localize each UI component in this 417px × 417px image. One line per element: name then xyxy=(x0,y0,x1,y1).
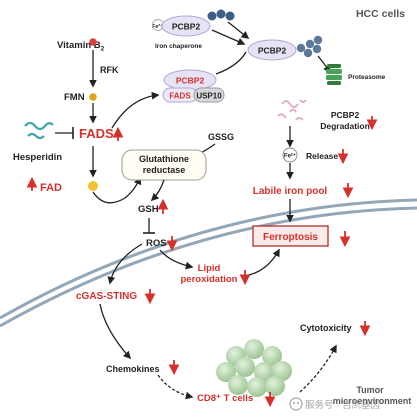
fads-label: FADS xyxy=(79,126,114,141)
fmn-dot xyxy=(89,93,97,101)
hesperidin-molecule-icon-2 xyxy=(27,132,45,140)
iron-chaperone-label: Iron chaperone xyxy=(155,43,202,50)
arrow-chaperone-to-pcbp2 xyxy=(211,29,246,46)
ubiquitin-chain-icon xyxy=(207,9,235,21)
usp10-label: USP10 xyxy=(196,92,222,101)
arrow-lipid-to-ferroptosis xyxy=(248,248,280,276)
arrow-cgas-to-chemokines xyxy=(99,303,132,360)
arrow-fad-to-glutathione-reductase xyxy=(92,176,142,204)
cgas-sting-label: cGAS-STING xyxy=(76,291,137,302)
fe2-ion-icon xyxy=(282,147,298,163)
tumor-label-1: Tumor xyxy=(356,385,384,395)
glutathione-reductase-label-2: reductase xyxy=(143,165,186,175)
arrow-ros-to-lipid-peroxidation xyxy=(159,249,194,270)
lipid-peroxidation-label-2: peroxidation xyxy=(180,274,237,285)
arrow-ros-to-cgas-sting xyxy=(107,243,143,285)
lipid-peroxidation-label-1: Lipid xyxy=(198,263,221,274)
ros-label: ROS xyxy=(146,238,167,249)
cell-membrane xyxy=(0,198,417,328)
vitamin-b2-dot xyxy=(89,38,97,46)
release-label: Release xyxy=(306,151,338,161)
arrow-cd8-to-cytotoxicity xyxy=(299,344,337,393)
pcbp2-fads-usp10-complex: PCBP2 FADS USP10 xyxy=(162,69,225,103)
arrow-chemokines-to-cd8 xyxy=(157,374,194,400)
fad-dot xyxy=(88,181,98,191)
gssg-label: GSSG xyxy=(208,132,234,142)
fe3-top-label: Fe³⁺ xyxy=(152,23,163,30)
fmn-label: FMN xyxy=(64,92,85,103)
tumor-label-2: microenvironment xyxy=(333,396,412,406)
complex-to-pcbp2-line xyxy=(215,51,247,75)
hesperidin-label: Hesperidin xyxy=(13,152,62,163)
glutathione-reductase-label-1: Glutathione xyxy=(139,154,189,164)
pcbp2-degradation-label-1: PCBP2 xyxy=(331,110,360,120)
chemokines-label: Chemokines xyxy=(106,364,160,374)
iron-cluster-icon xyxy=(296,35,323,58)
wechat-icon xyxy=(289,397,303,411)
fad-label: FAD xyxy=(40,182,62,194)
pcbp2-ubiquitinated-label: PCBP2 xyxy=(258,46,287,56)
arrow-fads-to-complex xyxy=(111,91,160,129)
watermark: 服务号 · 吉凯基因 xyxy=(289,397,380,411)
hesperidin-molecule-icon xyxy=(24,121,54,131)
proteasome-icon xyxy=(326,64,342,85)
labile-iron-pool-label: Labile iron pool xyxy=(253,186,328,197)
arrow-reductase-to-gsh xyxy=(150,179,165,202)
region-label-hcc-cells: HCC cells xyxy=(356,8,405,20)
arrow-ubiquitin-to-pcbp2 xyxy=(227,21,250,39)
degraded-protein-fragments-icon xyxy=(277,99,307,121)
vitamin-b2-label: Vitamin B2 xyxy=(57,40,105,53)
pcbp2-ubiquitinated-shape xyxy=(247,39,297,61)
usp10-shape xyxy=(193,87,225,103)
pcbp2-complex-label: PCBP2 xyxy=(176,76,205,86)
cd8-t-cells-label: CD8⁺ T cells xyxy=(197,393,253,404)
cytotoxicity-label: Cytotoxicity xyxy=(300,323,352,333)
ferroptosis-label: Ferroptosis xyxy=(263,232,318,243)
proteasome-label: Proteasome xyxy=(348,74,386,81)
pcbp2-chaperone-label: PCBP2 xyxy=(172,22,201,32)
pcbp2-degradation-label-2: Degradation xyxy=(320,121,370,131)
ferroptosis-box xyxy=(252,225,329,247)
rfk-label: RFK xyxy=(100,65,119,75)
pcbp2-chaperone-shape xyxy=(161,15,211,37)
gsh-label: GSH xyxy=(138,204,159,215)
t-cell-cluster-icon xyxy=(216,339,292,397)
watermark-text: 服务号 · 吉凯基因 xyxy=(305,399,380,411)
fe2-ion-label: Fe²⁺ xyxy=(284,153,296,160)
fads-small-label: FADS xyxy=(169,92,191,101)
